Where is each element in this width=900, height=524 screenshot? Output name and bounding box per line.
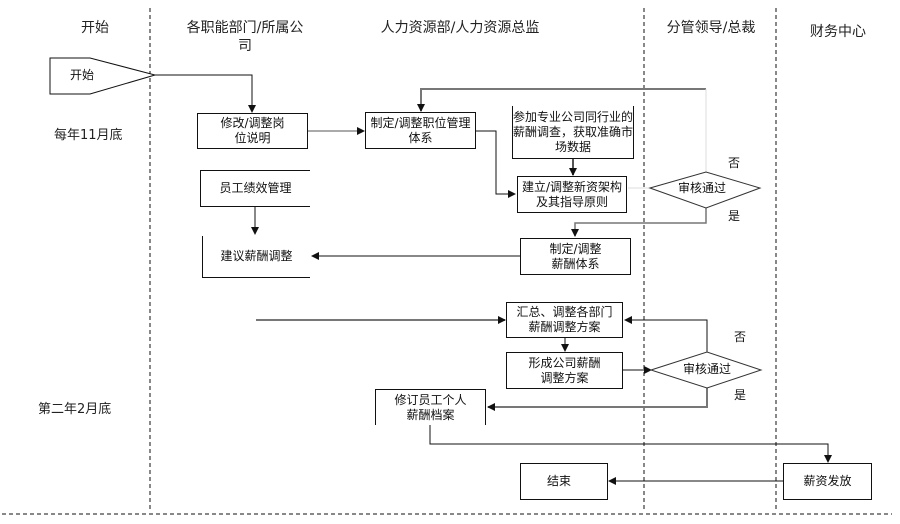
- node-job-management-system[interactable]: 制定/调整职位管理体系: [365, 112, 476, 149]
- node-label: 修改/调整岗位说明: [220, 116, 285, 145]
- row-label-start-time: 每年11月底: [54, 128, 123, 143]
- connector: [624, 316, 708, 352]
- start-terminator-shape: [49, 57, 157, 95]
- connector: [476, 130, 516, 198]
- node-label: 薪资发放: [803, 474, 852, 488]
- connector: [487, 388, 708, 411]
- row-label-end-time: 第二年2月底: [38, 402, 112, 417]
- node-label: 员工绩效管理: [219, 181, 292, 195]
- node-company-salary-plan[interactable]: 形成公司薪酬调整方案: [506, 352, 623, 389]
- node-label: 汇总、调整各部门薪酬调整方案: [516, 305, 613, 334]
- node-performance-management[interactable]: 员工绩效管理: [200, 170, 310, 207]
- node-salary-structure[interactable]: 建立/调整新资架构及其指导原则: [517, 176, 627, 213]
- node-summarize-department-plans[interactable]: 汇总、调整各部门薪酬调整方案: [506, 302, 623, 338]
- lane-title-leadership: 分管领导/总裁: [666, 20, 756, 36]
- node-label: 结束: [546, 474, 571, 488]
- node-label: 形成公司薪酬调整方案: [528, 355, 601, 385]
- connector: [155, 74, 256, 113]
- review-diamond-1: [648, 171, 762, 209]
- review-1-no-label: 否: [728, 156, 741, 170]
- lane-title-finance: 财务中心: [810, 24, 866, 40]
- node-label: 制定/调整职位管理体系: [370, 115, 471, 145]
- lane-title-start: 开始: [81, 20, 109, 36]
- review-2-yes-label: 是: [734, 388, 747, 402]
- node-end[interactable]: 结束: [520, 463, 608, 500]
- node-label: 制定/调整薪酬体系: [549, 241, 602, 271]
- connector: [417, 88, 706, 112]
- node-payroll[interactable]: 薪资发放: [783, 463, 872, 500]
- node-salary-system[interactable]: 制定/调整薪酬体系: [520, 238, 631, 275]
- node-label: 修订员工个人薪酬档案: [394, 392, 467, 422]
- lane-title-departments: 各职能部门/所属公司: [186, 20, 304, 54]
- review-2-no-label: 否: [734, 330, 747, 344]
- node-suggest-salary-adjustment[interactable]: 建议薪酬调整: [202, 236, 310, 278]
- node-label: 建立/调整新资架构及其指导原则: [521, 179, 623, 209]
- connector: [571, 208, 707, 237]
- review-2-label[interactable]: 审核通过: [682, 362, 731, 376]
- connector: [429, 425, 832, 463]
- node-revise-job-description[interactable]: 修改/调整岗位说明: [197, 113, 308, 149]
- node-update-salary-records[interactable]: 修订员工个人薪酬档案: [375, 389, 486, 425]
- start-node[interactable]: 开始: [69, 68, 94, 82]
- node-label: 参加专业公司同行业的薪酬调查，获取准确市场数据: [513, 109, 634, 154]
- node-label: 建议薪酬调整: [220, 249, 293, 263]
- review-1-label[interactable]: 审核通过: [677, 181, 726, 195]
- node-salary-survey[interactable]: 参加专业公司同行业的薪酬调查，获取准确市场数据: [512, 106, 634, 159]
- review-diamond-2: [649, 351, 763, 389]
- lane-title-hr: 人力资源部/人力资源总监: [380, 20, 540, 36]
- review-1-yes-label: 是: [728, 209, 741, 223]
